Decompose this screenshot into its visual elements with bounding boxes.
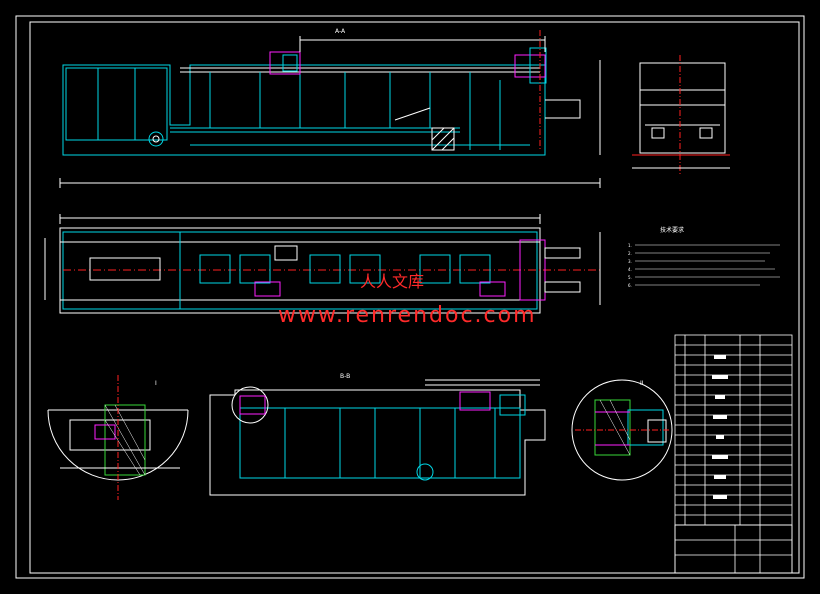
watermark-line-2: www.renrendoc.com (278, 303, 537, 328)
elevation-view (59, 30, 601, 188)
plan-view (44, 214, 601, 314)
notes-heading: 技术要求 (660, 226, 684, 234)
title-block (674, 334, 793, 574)
top-view-label: A-A (335, 28, 346, 35)
technical-notes: 技术要求 1. 2. 3. 4. 5. 6. (628, 226, 780, 288)
note-2: 2. (628, 251, 632, 256)
sheet-border-outer (15, 15, 805, 579)
side-section-view: B-B (209, 373, 546, 496)
parts-list-marks (712, 355, 728, 499)
detail-view-1: I (47, 375, 189, 500)
sheet-border-inner (29, 21, 800, 574)
side-section-label: B-B (340, 373, 350, 380)
end-view (632, 55, 730, 175)
note-6: 6. (628, 283, 632, 288)
detail-1-label: I (155, 380, 157, 387)
note-5: 5. (628, 275, 632, 280)
note-1: 1. (628, 243, 632, 248)
note-3: 3. (628, 259, 632, 264)
note-4: 4. (628, 267, 632, 272)
detail-view-2: II (571, 379, 673, 481)
detail-2-label: II (640, 380, 644, 387)
watermark-line-1: 人人文库 (360, 272, 424, 291)
